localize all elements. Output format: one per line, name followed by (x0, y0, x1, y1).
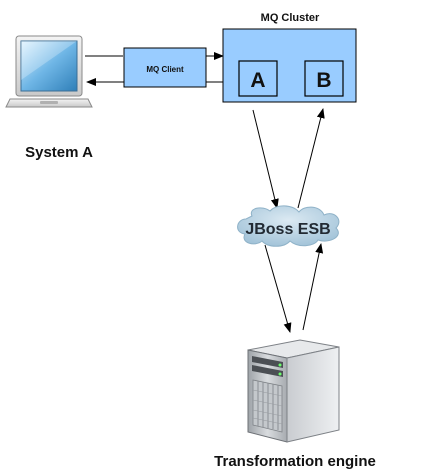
arrow-cluster-to-esb (252, 109, 279, 209)
mq-node-a-label: A (250, 69, 265, 92)
system-a-label: System A (25, 144, 93, 161)
mq-client-box (123, 47, 207, 88)
mq-node-b-box (304, 60, 344, 97)
transformation-engine-label: Transformation engine (214, 453, 376, 470)
arrow-esb-to-engine (264, 244, 292, 333)
mq-node-a-box (238, 60, 278, 97)
arrow-engine-to-esb (302, 243, 324, 331)
esb-label: JBoss ESB (245, 221, 330, 238)
mq-node-b-label: B (316, 69, 331, 92)
arrow-esb-to-cluster (297, 108, 325, 209)
mq-cluster-title: MQ Cluster (261, 12, 320, 24)
mq-client-label: MQ Client (146, 65, 184, 74)
system-a-laptop (5, 35, 93, 108)
cloud-icon (237, 205, 340, 247)
laptop-icon (5, 35, 93, 108)
server-tower-icon (247, 339, 340, 443)
